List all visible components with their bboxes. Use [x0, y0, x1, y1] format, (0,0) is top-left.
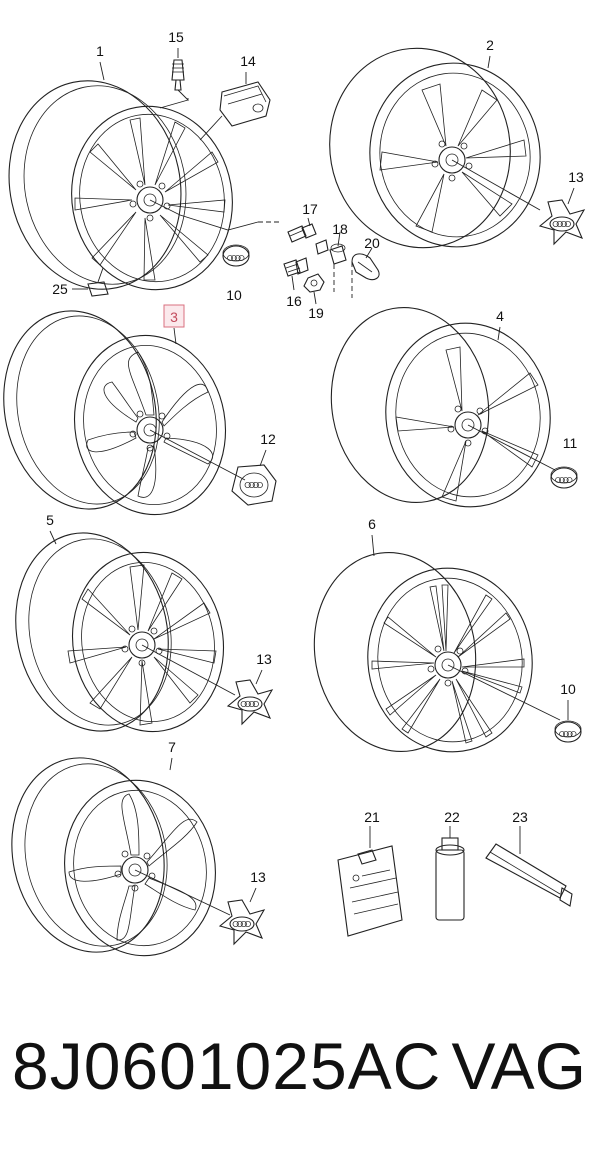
wheel-7 — [11, 757, 231, 957]
callout-13-c: 13 — [250, 869, 266, 885]
callout-21: 21 — [364, 809, 380, 825]
sticker-set — [337, 826, 403, 937]
center-cap-13-c — [220, 900, 264, 944]
anti-theft-bolt — [287, 217, 317, 243]
adapter — [315, 231, 347, 265]
callout-23: 23 — [512, 809, 528, 825]
callout-20: 20 — [364, 235, 380, 251]
center-cap-13-b — [228, 680, 272, 724]
spray-can — [435, 826, 465, 921]
callout-13-a: 13 — [568, 169, 584, 185]
center-cap-10-b — [555, 721, 581, 742]
callout-13-b: 13 — [256, 651, 272, 667]
callout-16: 16 — [286, 293, 302, 309]
callout-10-top: 10 — [226, 287, 242, 303]
callout-14: 14 — [240, 53, 256, 69]
balance-weight-clip — [72, 267, 109, 297]
callout-3-highlight — [163, 304, 185, 328]
center-cap-12 — [231, 464, 277, 506]
wheel-2 — [329, 47, 541, 249]
callout-6: 6 — [368, 516, 376, 532]
wheel-bolt — [283, 257, 309, 291]
callout-labels: 1 2 3 4 5 6 7 10 10 11 12 13 13 13 14 15… — [46, 29, 584, 903]
callout-17: 17 — [302, 201, 318, 217]
center-cap-13-a — [540, 200, 584, 244]
paste-tube — [485, 826, 573, 907]
callout-10-right: 10 — [560, 681, 576, 697]
callout-15: 15 — [168, 29, 184, 45]
tpms-sensor — [199, 72, 271, 141]
wheel-4 — [330, 306, 556, 508]
tire-valve — [159, 59, 189, 109]
wheel-1 — [8, 80, 282, 291]
callout-5: 5 — [46, 512, 54, 528]
callout-7: 7 — [168, 739, 176, 755]
wheel-nut — [303, 273, 325, 305]
callout-2: 2 — [486, 37, 494, 53]
wheel-5 — [15, 532, 236, 733]
callout-3: 3 — [170, 309, 178, 325]
callout-22: 22 — [444, 809, 460, 825]
part-number: 8J0601025AC — [12, 1029, 442, 1103]
wheel-3 — [3, 310, 246, 516]
brand-label: VAG — [451, 1029, 586, 1103]
callout-12: 12 — [260, 431, 276, 447]
callout-11: 11 — [563, 435, 578, 451]
callout-19: 19 — [308, 305, 324, 321]
center-cap-10-top — [223, 245, 249, 266]
callout-1: 1 — [96, 43, 104, 59]
callout-25: 25 — [52, 281, 68, 297]
callout-18: 18 — [332, 221, 348, 237]
wheel-6 — [313, 551, 561, 753]
callout-4: 4 — [496, 308, 504, 324]
parts-diagram: 1 2 3 4 5 6 7 10 10 11 12 13 13 13 14 15… — [3, 29, 600, 957]
adapter-holder — [333, 247, 380, 298]
